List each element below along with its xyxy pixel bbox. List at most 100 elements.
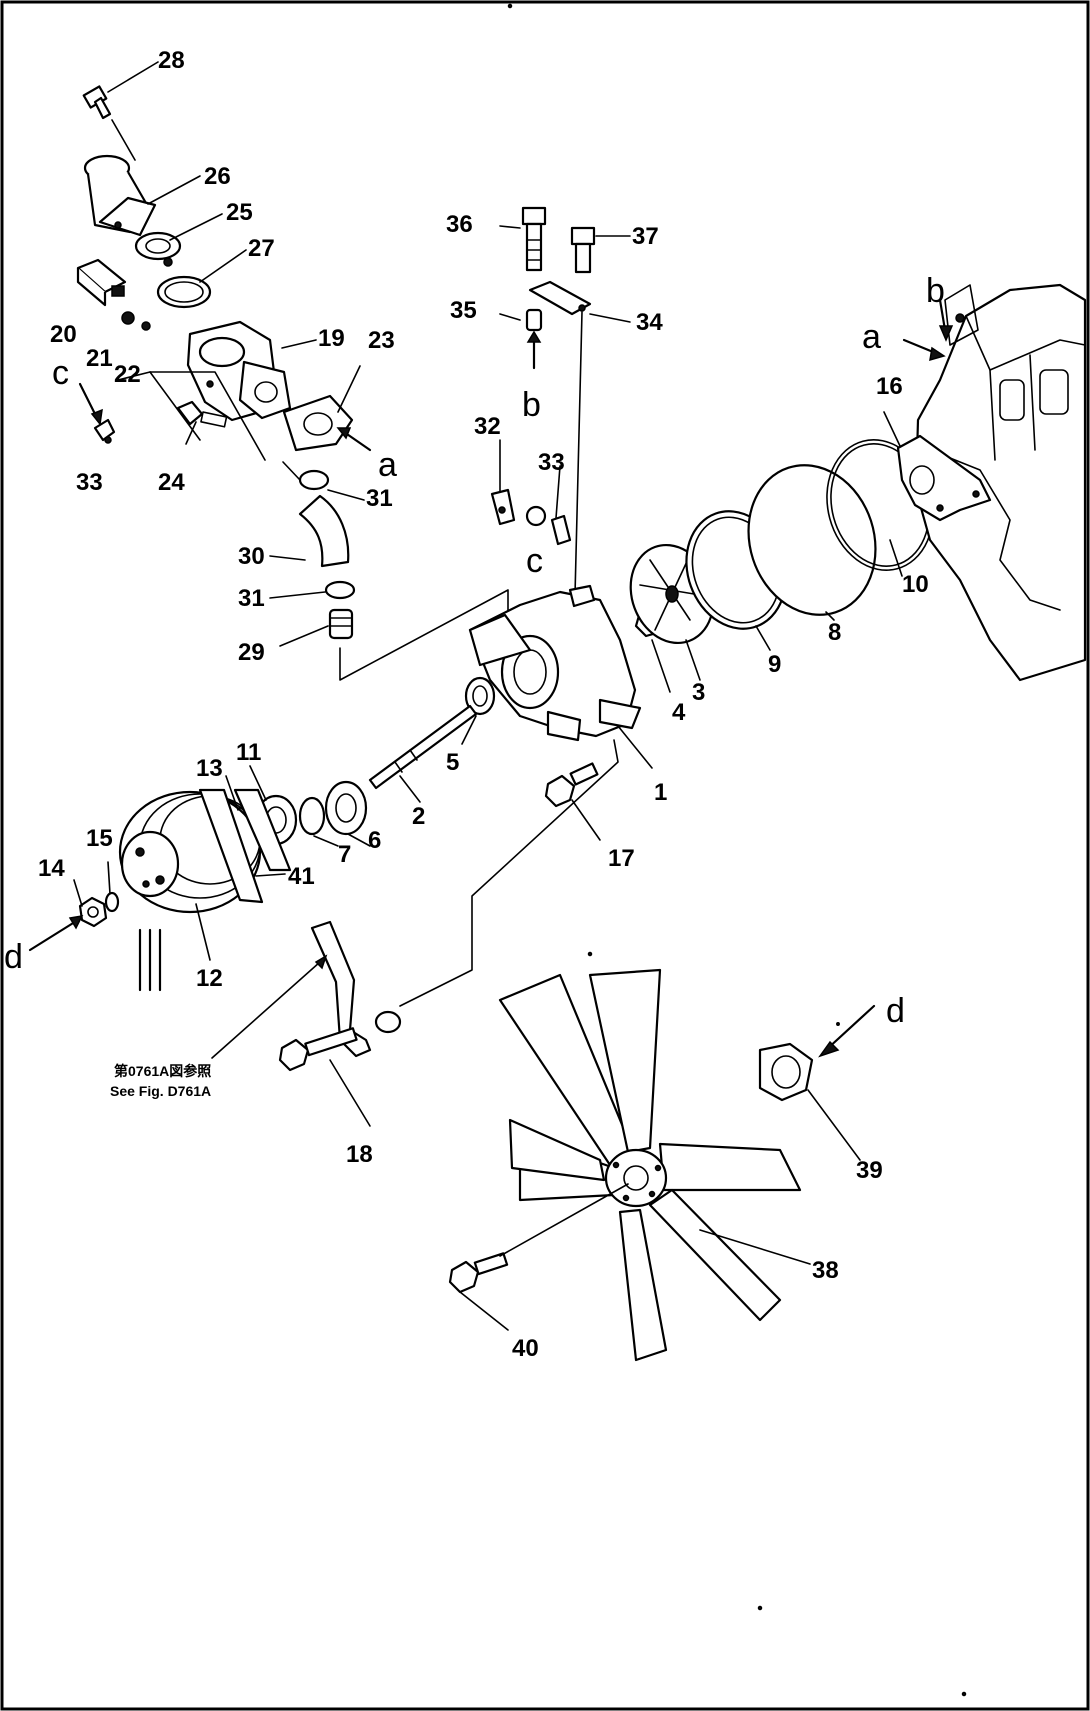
callout-13: 13 (196, 755, 223, 782)
callout-21: 21 (86, 345, 113, 372)
callout-1: 1 (654, 779, 667, 806)
part-16-bracket (896, 434, 992, 522)
callout-20: 20 (50, 321, 77, 348)
ref-letter-c-left: c (52, 354, 69, 392)
callout-17: 17 (608, 845, 635, 872)
callout-9: 9 (768, 651, 781, 678)
part-40-bolt (448, 1252, 509, 1294)
part-5-seal (464, 676, 496, 716)
callout-4: 4 (672, 699, 686, 726)
callout-26: 26 (204, 163, 231, 190)
ref-letter-b-mid: b (522, 386, 541, 424)
ref-letter-a-right: a (862, 318, 881, 356)
callout-11: 11 (236, 739, 261, 766)
callout-38: 38 (812, 1257, 839, 1284)
part-7-ring (298, 796, 326, 836)
part-36-bolt (521, 206, 547, 272)
callout-19: 19 (318, 325, 345, 352)
reference-letters: c a b c b a d d (4, 272, 945, 1030)
part-37-bolt (570, 226, 596, 274)
part-31-clamp-upper (298, 469, 330, 491)
part-34-bracket (528, 280, 592, 316)
callout-33-mid: 33 (538, 449, 565, 476)
part-8-plate (747, 464, 877, 616)
callout-6: 6 (368, 827, 381, 854)
speck (587, 951, 593, 957)
callout-29: 29 (238, 639, 265, 666)
part-24-nut (176, 400, 228, 428)
callout-36: 36 (446, 211, 473, 238)
callout-25: 25 (226, 199, 253, 226)
part-39-spacer (758, 1042, 814, 1102)
mounting-bolts-group (490, 206, 596, 596)
water-pump-body-group (368, 439, 934, 1007)
part-1-pump-body (468, 584, 642, 742)
callout-39: 39 (856, 1157, 883, 1184)
callout-8: 8 (828, 619, 841, 646)
callout-12: 12 (196, 965, 223, 992)
callout-27: 27 (248, 235, 275, 262)
cross-reference-note: 第0761A図参照 See Fig. D761A (110, 1063, 211, 1099)
callout-34: 34 (636, 309, 663, 336)
part-38-fan (498, 968, 802, 1362)
thermostat-housing-group (76, 85, 509, 681)
speck (836, 1022, 840, 1026)
ref-letter-a-left: a (378, 446, 397, 484)
leader-lines (73, 61, 903, 1331)
part-41-v-belt (138, 788, 292, 992)
ref-letter-d-right: d (886, 992, 905, 1030)
callout-14: 14 (38, 855, 65, 882)
callout-37: 37 (632, 223, 659, 250)
callout-22: 22 (114, 361, 141, 388)
reference-arrows (28, 298, 954, 1058)
part-29-fitting (328, 608, 354, 640)
callout-32: 32 (474, 413, 501, 440)
callout-labels: 28 26 25 27 20 21 22 19 23 33 24 31 30 3… (38, 47, 929, 1362)
ref-letter-b-right: b (926, 272, 945, 310)
callout-31-upper: 31 (366, 485, 393, 512)
part-6-bearing (324, 780, 368, 836)
callout-35: 35 (450, 297, 477, 324)
part-21-plug (121, 311, 135, 325)
note-line-2: See Fig. D761A (110, 1083, 211, 1099)
part-31-clamp-lower (324, 580, 356, 600)
part-33-fitting (93, 418, 116, 444)
part-33-fitting-mid (550, 514, 572, 546)
ref-letter-d-left: d (4, 938, 23, 976)
callout-2: 2 (412, 803, 425, 830)
part-25-thermostat (134, 231, 182, 267)
part-18-bolt (278, 1027, 358, 1072)
part-27-gasket (156, 275, 212, 309)
speck (757, 1605, 763, 1611)
part-14-nut (78, 896, 108, 928)
speck (507, 3, 513, 9)
callout-41: 41 (288, 863, 315, 890)
callout-3: 3 (692, 679, 705, 706)
callout-16: 16 (876, 373, 903, 400)
note-line-1: 第0761A図参照 (114, 1063, 211, 1079)
part-30-hose (298, 494, 350, 568)
part-17-bolt (544, 762, 599, 808)
fan-group (448, 968, 814, 1362)
callout-18: 18 (346, 1141, 373, 1168)
part-35-spacer (525, 308, 543, 332)
part-20-block (76, 258, 127, 307)
pulley-group (78, 780, 402, 1072)
part-2-shaft (368, 704, 478, 790)
part-26-water-outlet (83, 154, 157, 237)
callout-5: 5 (446, 749, 459, 776)
ref-letter-c-mid: c (526, 542, 543, 580)
callout-15: 15 (86, 825, 113, 852)
engine-block (896, 283, 1087, 682)
callout-31-lower: 31 (238, 585, 265, 612)
part-19-thermostat-housing (186, 320, 292, 422)
callout-33-left: 33 (76, 469, 103, 496)
callout-10: 10 (902, 571, 929, 598)
part-32-bracket (490, 488, 547, 527)
part-15-washer (104, 891, 120, 913)
part-28-bolt (82, 85, 136, 161)
part-22-washer (141, 321, 151, 331)
speck (961, 1691, 967, 1697)
